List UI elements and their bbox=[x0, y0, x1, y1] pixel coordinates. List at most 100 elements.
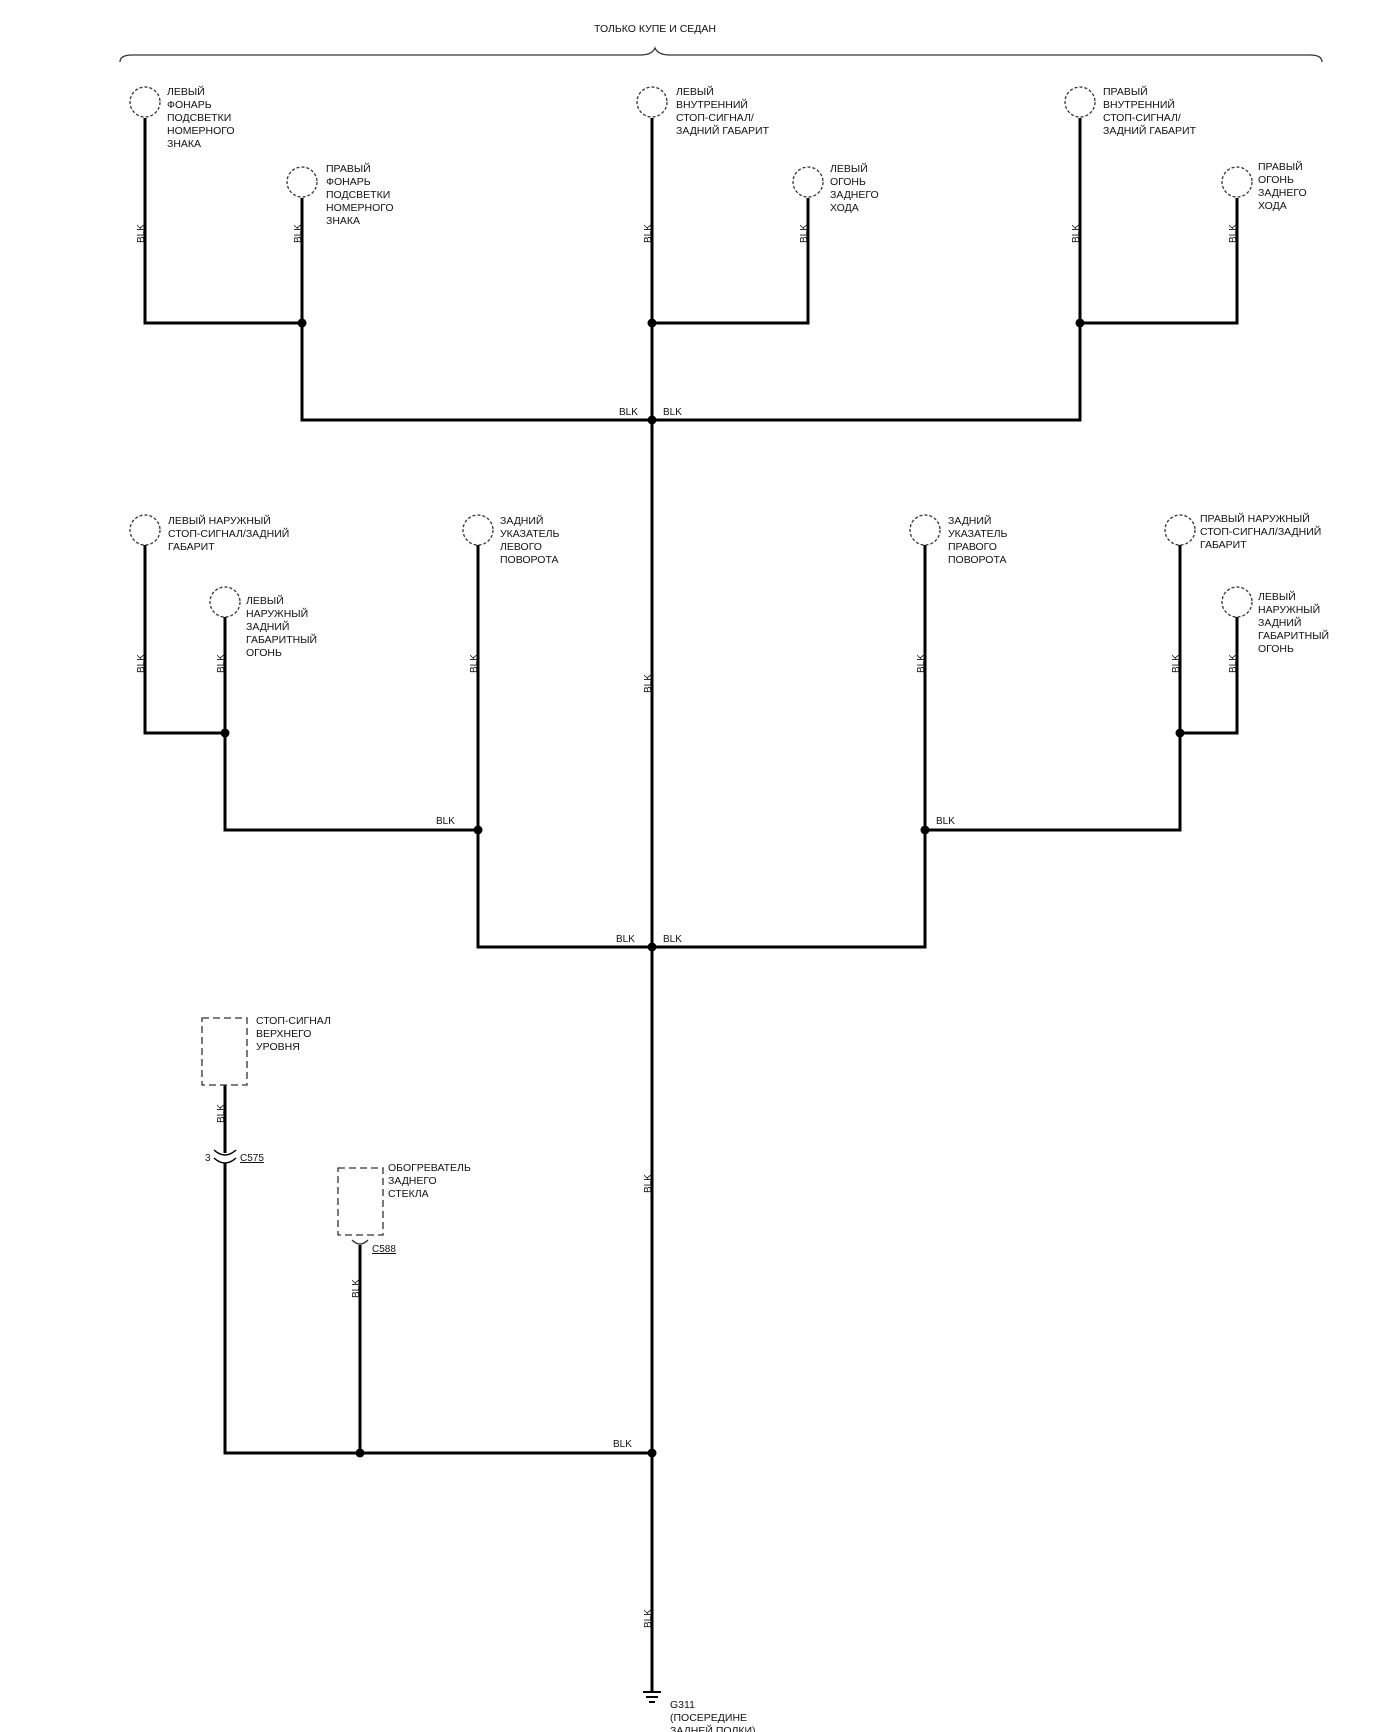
label-line: ПРАВЫЙ bbox=[326, 162, 371, 175]
label-line: СТОП-СИГНАЛ/ bbox=[1103, 112, 1181, 124]
wire-label: BLK bbox=[136, 654, 147, 673]
lamp-icon bbox=[209, 586, 241, 618]
lamp-icon bbox=[462, 514, 494, 546]
label-line: ЗАДНЕГО bbox=[1258, 187, 1307, 199]
wire-label: BLK bbox=[643, 1609, 654, 1628]
brake-light-box bbox=[201, 1017, 248, 1086]
label-line: СТОП-СИГНАЛ/ bbox=[676, 112, 754, 124]
label-line: ЗАДНЕЙ ПОЛКИ) bbox=[670, 1724, 756, 1732]
label-line: СТОП-СИГНАЛ/ЗАДНИЙ bbox=[168, 527, 289, 540]
splices bbox=[220, 318, 1185, 1458]
lamp-icon bbox=[129, 514, 161, 546]
lamp-icon bbox=[1164, 514, 1196, 546]
label-line: НАРУЖНЫЙ bbox=[1258, 603, 1320, 616]
wire-label: BLK bbox=[436, 816, 455, 827]
connector-c575-pin: 3 bbox=[205, 1153, 211, 1164]
wire-label: BLK bbox=[916, 654, 927, 673]
label-line: ОГОНЬ bbox=[246, 647, 282, 659]
label-line: ХОДА bbox=[1258, 200, 1287, 212]
wire-label: BLK bbox=[136, 224, 147, 243]
label-line: ЗАДНИЙ bbox=[1258, 616, 1301, 629]
label-line: ГАБАРИТ bbox=[1200, 539, 1247, 551]
wire-label: BLK bbox=[216, 1104, 227, 1123]
label-line: ЗАДНИЙ ГАБАРИТ bbox=[1103, 124, 1197, 137]
label-line: ПРАВОГО bbox=[948, 541, 997, 553]
label-line: ОБОГРЕВАТЕЛЬ bbox=[388, 1162, 471, 1174]
label-line: ПРАВЫЙ bbox=[1103, 85, 1148, 98]
label-line: ФОНАРЬ bbox=[167, 99, 212, 111]
label-line: ЗНАКА bbox=[326, 215, 360, 227]
label-line: ГАБАРИТ bbox=[168, 541, 215, 553]
label-line: ЗАДНЕГО bbox=[830, 189, 879, 201]
wire-label: BLK bbox=[619, 407, 638, 418]
label-line: НОМЕРНОГО bbox=[326, 202, 394, 214]
wire-label: BLK bbox=[351, 1279, 362, 1298]
wire-label: BLK bbox=[216, 654, 227, 673]
label-line: ВНУТРЕННИЙ bbox=[676, 98, 748, 111]
label-line: ЗАДНИЙ bbox=[246, 620, 289, 633]
wire-label: BLK bbox=[1228, 654, 1239, 673]
connector-c575-label: C575 bbox=[240, 1153, 264, 1164]
label-line: ЛЕВЫЙ bbox=[830, 162, 868, 175]
label-line: ОГОНЬ bbox=[1258, 174, 1294, 186]
wires bbox=[143, 118, 1239, 1703]
wire-label: BLK bbox=[936, 816, 955, 827]
label-line: ВЕРХНЕГО bbox=[256, 1028, 311, 1040]
lamp-icon bbox=[129, 86, 161, 118]
label-line: ЛЕВЫЙ НАРУЖНЫЙ bbox=[168, 514, 271, 527]
label-line: НАРУЖНЫЙ bbox=[246, 607, 308, 620]
label-line: ЛЕВЫЙ bbox=[676, 85, 714, 98]
wire-label: BLK bbox=[1071, 224, 1082, 243]
label-line: ЗАДНИЙ bbox=[500, 514, 543, 527]
lamp-icons bbox=[129, 86, 1253, 618]
wire-label: BLK bbox=[613, 1439, 632, 1450]
wire-labels-horizontal: BLK BLK BLK BLK BLK BLK BLK bbox=[436, 407, 955, 1450]
header-bracket bbox=[119, 46, 1323, 63]
label-line: ЗНАКА bbox=[167, 138, 201, 150]
label-line: ОГОНЬ bbox=[830, 176, 866, 188]
label-line: ПОДСВЕТКИ bbox=[167, 112, 231, 124]
label-line: ЛЕВЫЙ bbox=[1258, 590, 1296, 603]
label-line: ПРАВЫЙ bbox=[1258, 160, 1303, 173]
label-line: ГАБАРИТНЫЙ bbox=[246, 633, 317, 646]
label-line: ЗАДНЕГО bbox=[388, 1175, 437, 1187]
wire-label: BLK bbox=[799, 224, 810, 243]
wire-label: BLK bbox=[293, 224, 304, 243]
label-line: ОГОНЬ bbox=[1258, 643, 1294, 655]
label-line: ЗАДНИЙ ГАБАРИТ bbox=[676, 124, 770, 137]
wire-label: BLK bbox=[643, 1174, 654, 1193]
label-line: НОМЕРНОГО bbox=[167, 125, 235, 137]
lamp-icon bbox=[286, 166, 318, 198]
connector-c575-icon bbox=[213, 1149, 237, 1164]
label-line: ЛЕВЫЙ bbox=[246, 594, 284, 607]
label-line: ПОВОРОТА bbox=[948, 554, 1007, 566]
label-line: G311 bbox=[670, 1699, 695, 1711]
lamp-icon bbox=[636, 86, 668, 118]
wire-label: BLK bbox=[663, 407, 682, 418]
label-line: ЛЕВОГО bbox=[500, 541, 542, 553]
label-line: ВНУТРЕННИЙ bbox=[1103, 98, 1175, 111]
label-line: ХОДА bbox=[830, 202, 859, 214]
label-line: УКАЗАТЕЛЬ bbox=[948, 528, 1008, 540]
wire-label: BLK bbox=[469, 654, 480, 673]
lamp-icon bbox=[1064, 86, 1096, 118]
label-line: СТОП-СИГНАЛ bbox=[256, 1015, 331, 1027]
wire-label: BLK bbox=[1228, 224, 1239, 243]
label-line: ПОВОРОТА bbox=[500, 554, 559, 566]
lamp-icon bbox=[792, 166, 824, 198]
label-line: ФОНАРЬ bbox=[326, 176, 371, 188]
label-line: ГАБАРИТНЫЙ bbox=[1258, 629, 1329, 642]
